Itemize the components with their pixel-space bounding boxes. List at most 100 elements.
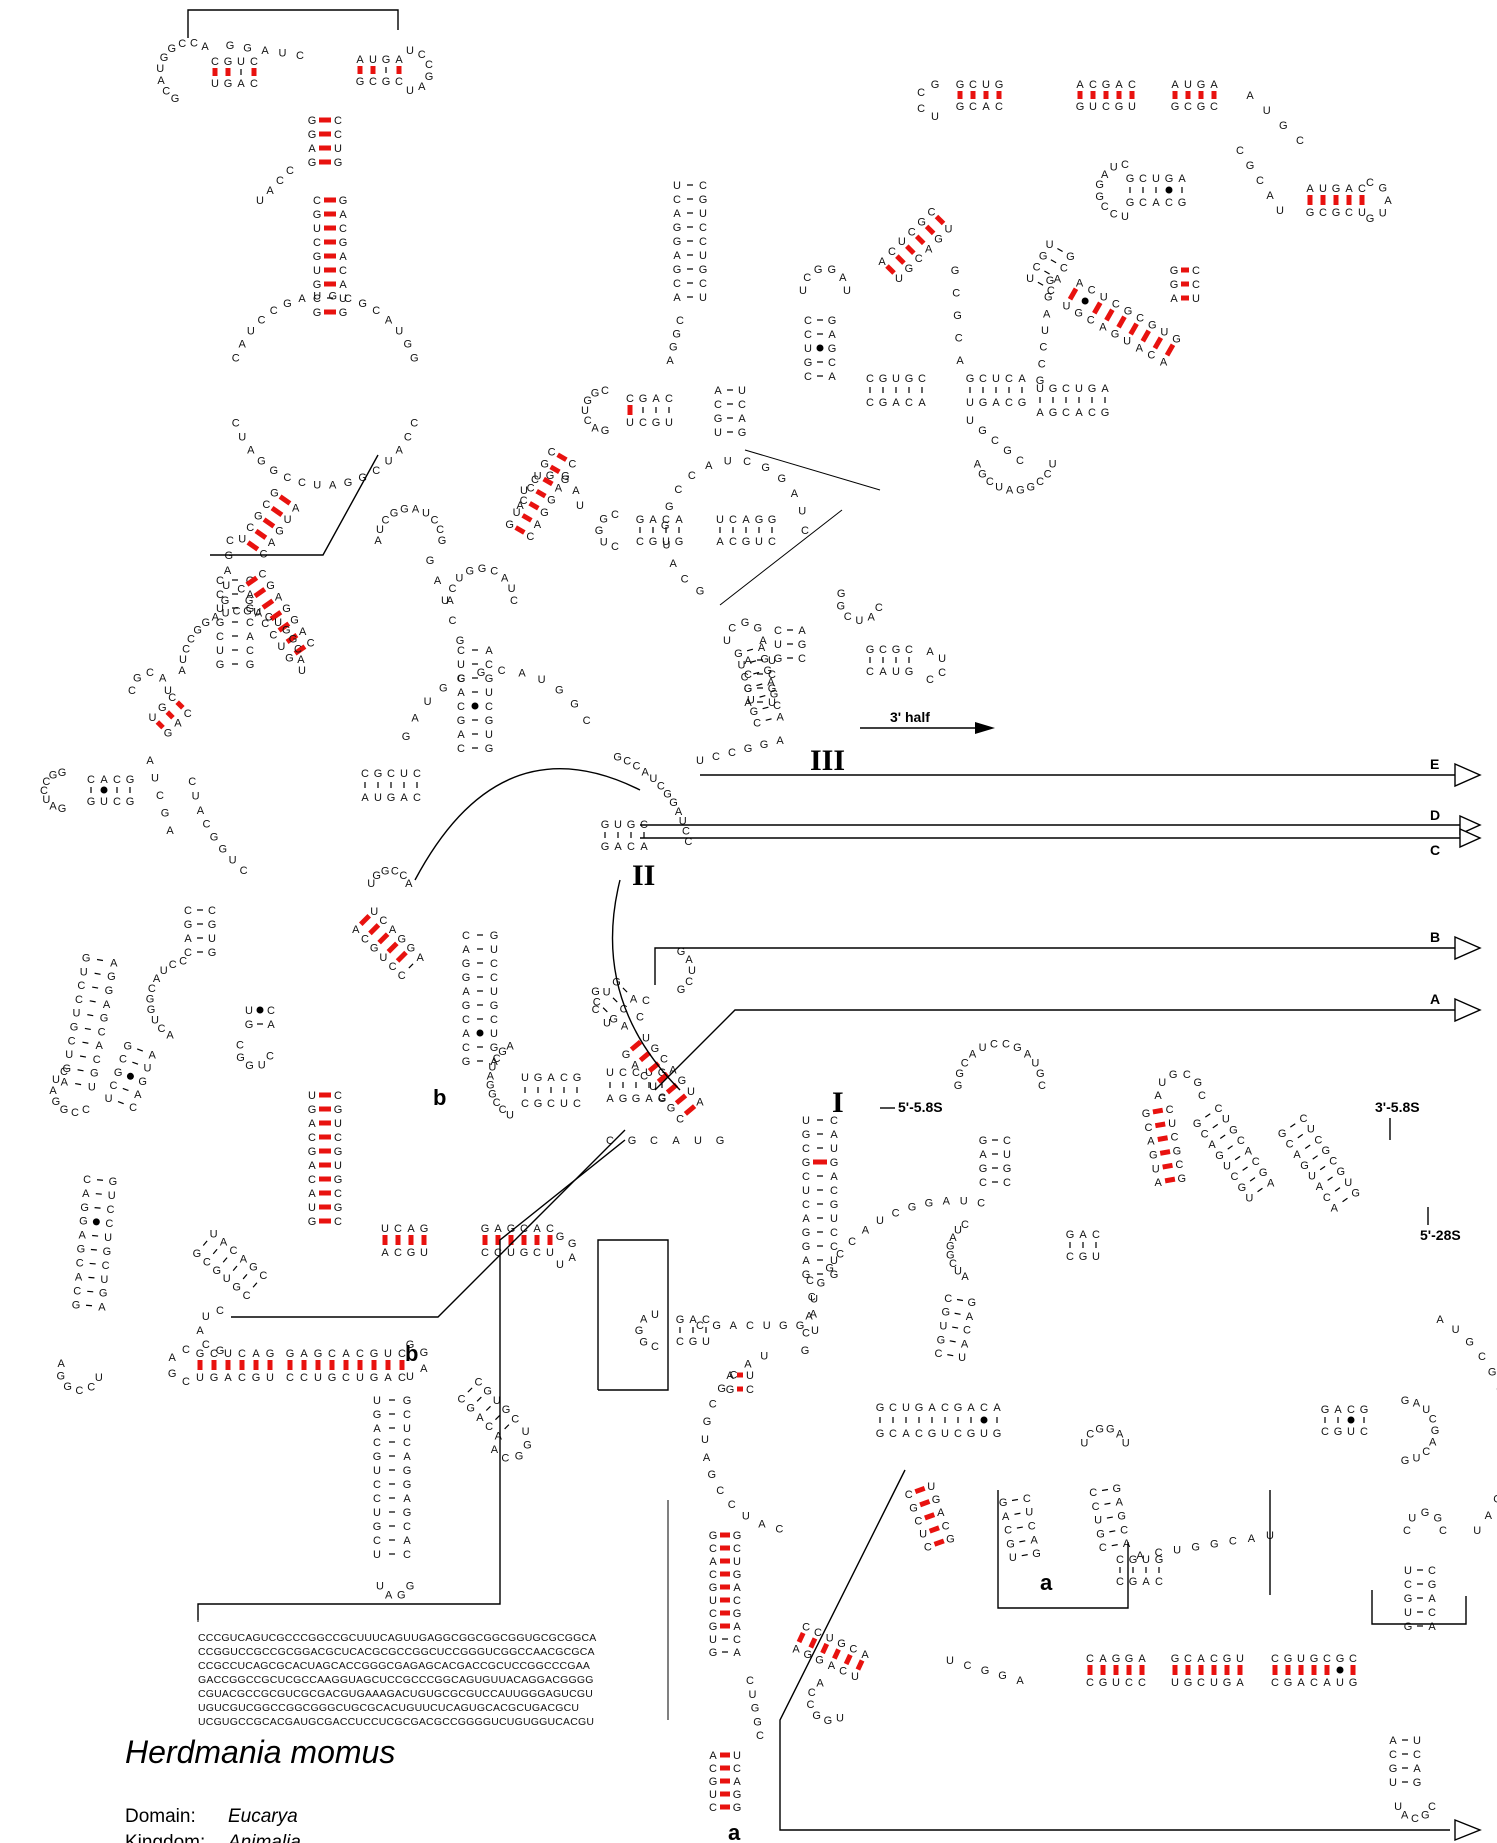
nucleotide: G — [1124, 306, 1133, 318]
nucleotide: G — [802, 1227, 811, 1239]
nucleotide: G — [400, 503, 409, 515]
base-pair-red — [1128, 322, 1139, 336]
nucleotide: A — [168, 1352, 176, 1364]
nucleotide: G — [675, 536, 684, 548]
nucleotide: G — [979, 397, 988, 409]
nucleotide: C — [410, 417, 418, 429]
nucleotide: G — [814, 264, 823, 276]
nucleotide: A — [1155, 1177, 1163, 1189]
nucleotide: A — [252, 1348, 260, 1360]
nucleotide: G — [1036, 375, 1045, 387]
nucleotide: A — [1054, 274, 1062, 286]
nucleotide: G — [632, 1093, 641, 1105]
nucleotide: C — [216, 589, 224, 601]
nucleotide: G — [1096, 1528, 1105, 1540]
nucleotide: U — [946, 1655, 954, 1667]
nucleotide: G — [373, 1451, 382, 1463]
nucleotide: C — [1323, 1192, 1331, 1204]
nucleotide: C — [425, 59, 433, 71]
base-pair-red — [278, 494, 292, 506]
nucleotide: U — [546, 1247, 554, 1259]
loop: CGAC — [168, 1344, 190, 1388]
nucleotide: G — [601, 841, 610, 853]
nucleotide: A — [237, 78, 245, 90]
base-pair — [88, 1276, 95, 1279]
nucleotide: C — [991, 435, 999, 447]
nucleotide: G — [951, 265, 960, 277]
nucleotide: A — [1197, 1653, 1205, 1665]
nucleotide: G — [879, 373, 888, 385]
nucleotide: U — [699, 250, 707, 262]
nucleotide: G — [561, 470, 570, 482]
base-pair — [202, 1240, 208, 1246]
nucleotide: U — [709, 1595, 717, 1607]
nucleotide: A — [672, 1135, 680, 1147]
nucleotide: A — [547, 1072, 555, 1084]
nucleotide: U — [1347, 1426, 1355, 1438]
nucleotide: G — [534, 1072, 543, 1084]
nucleotide: U — [760, 1350, 768, 1362]
nucleotide: G — [107, 971, 116, 983]
nucleotide: U — [156, 63, 164, 75]
nucleotide: U — [995, 482, 1003, 494]
base-pair-red — [528, 501, 540, 511]
nucleotide: U — [979, 1042, 987, 1054]
nucleotide: C — [1062, 383, 1070, 395]
nucleotide: C — [1066, 1251, 1074, 1263]
nucleotide: G — [466, 1403, 475, 1415]
nucleotide: A — [949, 1232, 957, 1244]
nucleotide: C — [485, 701, 493, 713]
nucleotide: A — [457, 687, 465, 699]
nucleotide: A — [1293, 1149, 1301, 1161]
nucleotide: G — [193, 1248, 202, 1260]
nucleotide: A — [730, 1320, 738, 1332]
nucleotide: G — [403, 1395, 412, 1407]
nucleotide: C — [490, 972, 498, 984]
nucleotide: A — [58, 1358, 66, 1370]
nucleotide: C — [286, 1372, 294, 1384]
nucleotide: A — [1248, 1533, 1256, 1545]
nucleotide: A — [733, 1621, 741, 1633]
nucleotide: U — [1100, 292, 1108, 304]
nucleotide: G — [1321, 1404, 1330, 1416]
nucleotide: U — [810, 1294, 818, 1306]
nucleotide: G — [407, 1247, 416, 1259]
helix-a-label-1: a — [1040, 1570, 1053, 1595]
nucleotide: C — [313, 237, 321, 249]
nucleotide: C — [342, 1372, 350, 1384]
nucleotide: U — [830, 1255, 838, 1267]
single-strand: CGAUG — [221, 535, 234, 607]
nucleotide: A — [292, 502, 300, 514]
nucleotide: A — [494, 1223, 502, 1235]
nucleotide: C — [298, 477, 306, 489]
arrow-label-e: E — [1430, 756, 1439, 772]
nucleotide: A — [1099, 321, 1107, 333]
nucleotide: G — [339, 237, 348, 249]
nucleotide: U — [945, 223, 953, 235]
nucleotide: C — [1314, 1134, 1322, 1146]
nucleotide: C — [756, 1730, 764, 1742]
nucleotide: C — [511, 1413, 519, 1425]
nucleotide: C — [157, 1023, 165, 1035]
base-pair — [1111, 1544, 1118, 1547]
nucleotide: G — [546, 470, 555, 482]
nucleotide: G — [167, 43, 176, 55]
nucleotide: G — [1178, 197, 1187, 209]
nucleotide: G — [1421, 1507, 1430, 1519]
nucleotide: G — [979, 1163, 988, 1175]
nucleotide: G — [609, 1013, 618, 1025]
nucleotide: C — [741, 671, 749, 683]
nucleotide: G — [591, 986, 600, 998]
nucleotide: A — [652, 393, 660, 405]
nucleotide: U — [1110, 162, 1118, 174]
nucleotide: U — [237, 56, 245, 68]
